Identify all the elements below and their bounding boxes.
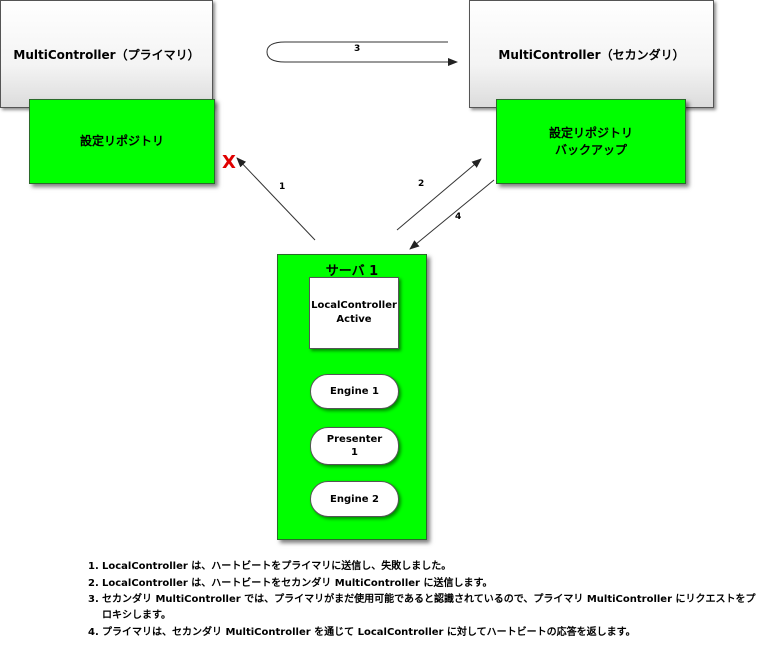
primary-multicontroller-box: MultiController（プライマリ） [0, 0, 213, 108]
arrow-step4 [409, 179, 495, 250]
step2-label: 2 [418, 179, 425, 189]
engine-1-label: Engine 1 [330, 386, 379, 397]
step3-label: 3 [354, 44, 361, 54]
note-text: LocalController は、ハートビートをセカンダリ MultiCont… [102, 578, 493, 589]
arrow-step2 [396, 158, 482, 231]
primary-config-repository-label: 設定リポジトリ [79, 134, 164, 148]
secondary-multicontroller-box: MultiController（セカンダリ） [469, 0, 714, 108]
note-text: プライマリは、セカンダリ MultiController を通じて LocalC… [102, 627, 636, 638]
primary-config-repository: 設定リポジトリ [29, 99, 215, 184]
note-number: 3. [88, 594, 99, 605]
failure-mark: X [222, 152, 236, 173]
secondary-config-repository-backup: 設定リポジトリ バックアップ [496, 99, 686, 184]
engine-1-node: Engine 1 [310, 374, 399, 409]
note-item: 2. LocalController は、ハートビートをセカンダリ MultiC… [88, 575, 758, 592]
explanation-notes: 1. LocalController は、ハートビートをプライマリに送信し、失敗… [88, 558, 758, 641]
arrow-step1 [236, 157, 316, 241]
arrow-step3 [266, 41, 458, 66]
presenter-1-node: Presenter 1 [310, 427, 399, 465]
secondary-multicontroller-title: MultiController（セカンダリ） [498, 47, 685, 62]
step1-label: 1 [279, 182, 286, 192]
note-text: LocalController は、ハートビートをプライマリに送信し、失敗しまし… [102, 561, 452, 572]
note-number: 2. [88, 578, 99, 589]
presenter-label-line1: Presenter [326, 434, 383, 445]
local-controller-status: Active [336, 314, 372, 325]
primary-multicontroller-title: MultiController（プライマリ） [13, 47, 200, 62]
secondary-repo-label-line1: 設定リポジトリ [548, 125, 633, 140]
engine-2-node: Engine 2 [310, 481, 399, 517]
note-text: セカンダリ MultiController では、プライマリがまだ使用可能である… [102, 594, 756, 621]
note-item: 1. LocalController は、ハートビートをプライマリに送信し、失敗… [88, 558, 758, 575]
note-item: 3. セカンダリ MultiController では、プライマリがまだ使用可能… [88, 592, 758, 624]
presenter-label-line2: 1 [351, 447, 358, 458]
server-1-title: サーバ 1 [325, 264, 379, 279]
note-item: 4. プライマリは、セカンダリ MultiController を通じて Loc… [88, 624, 758, 641]
step4-label: 4 [455, 212, 462, 222]
note-number: 4. [88, 627, 99, 638]
secondary-repo-label-line2: バックアップ [554, 142, 627, 157]
local-controller-label: LocalController [311, 300, 397, 311]
engine-2-label: Engine 2 [330, 493, 379, 505]
note-number: 1. [88, 561, 99, 572]
local-controller-box: LocalController Active [309, 277, 399, 349]
